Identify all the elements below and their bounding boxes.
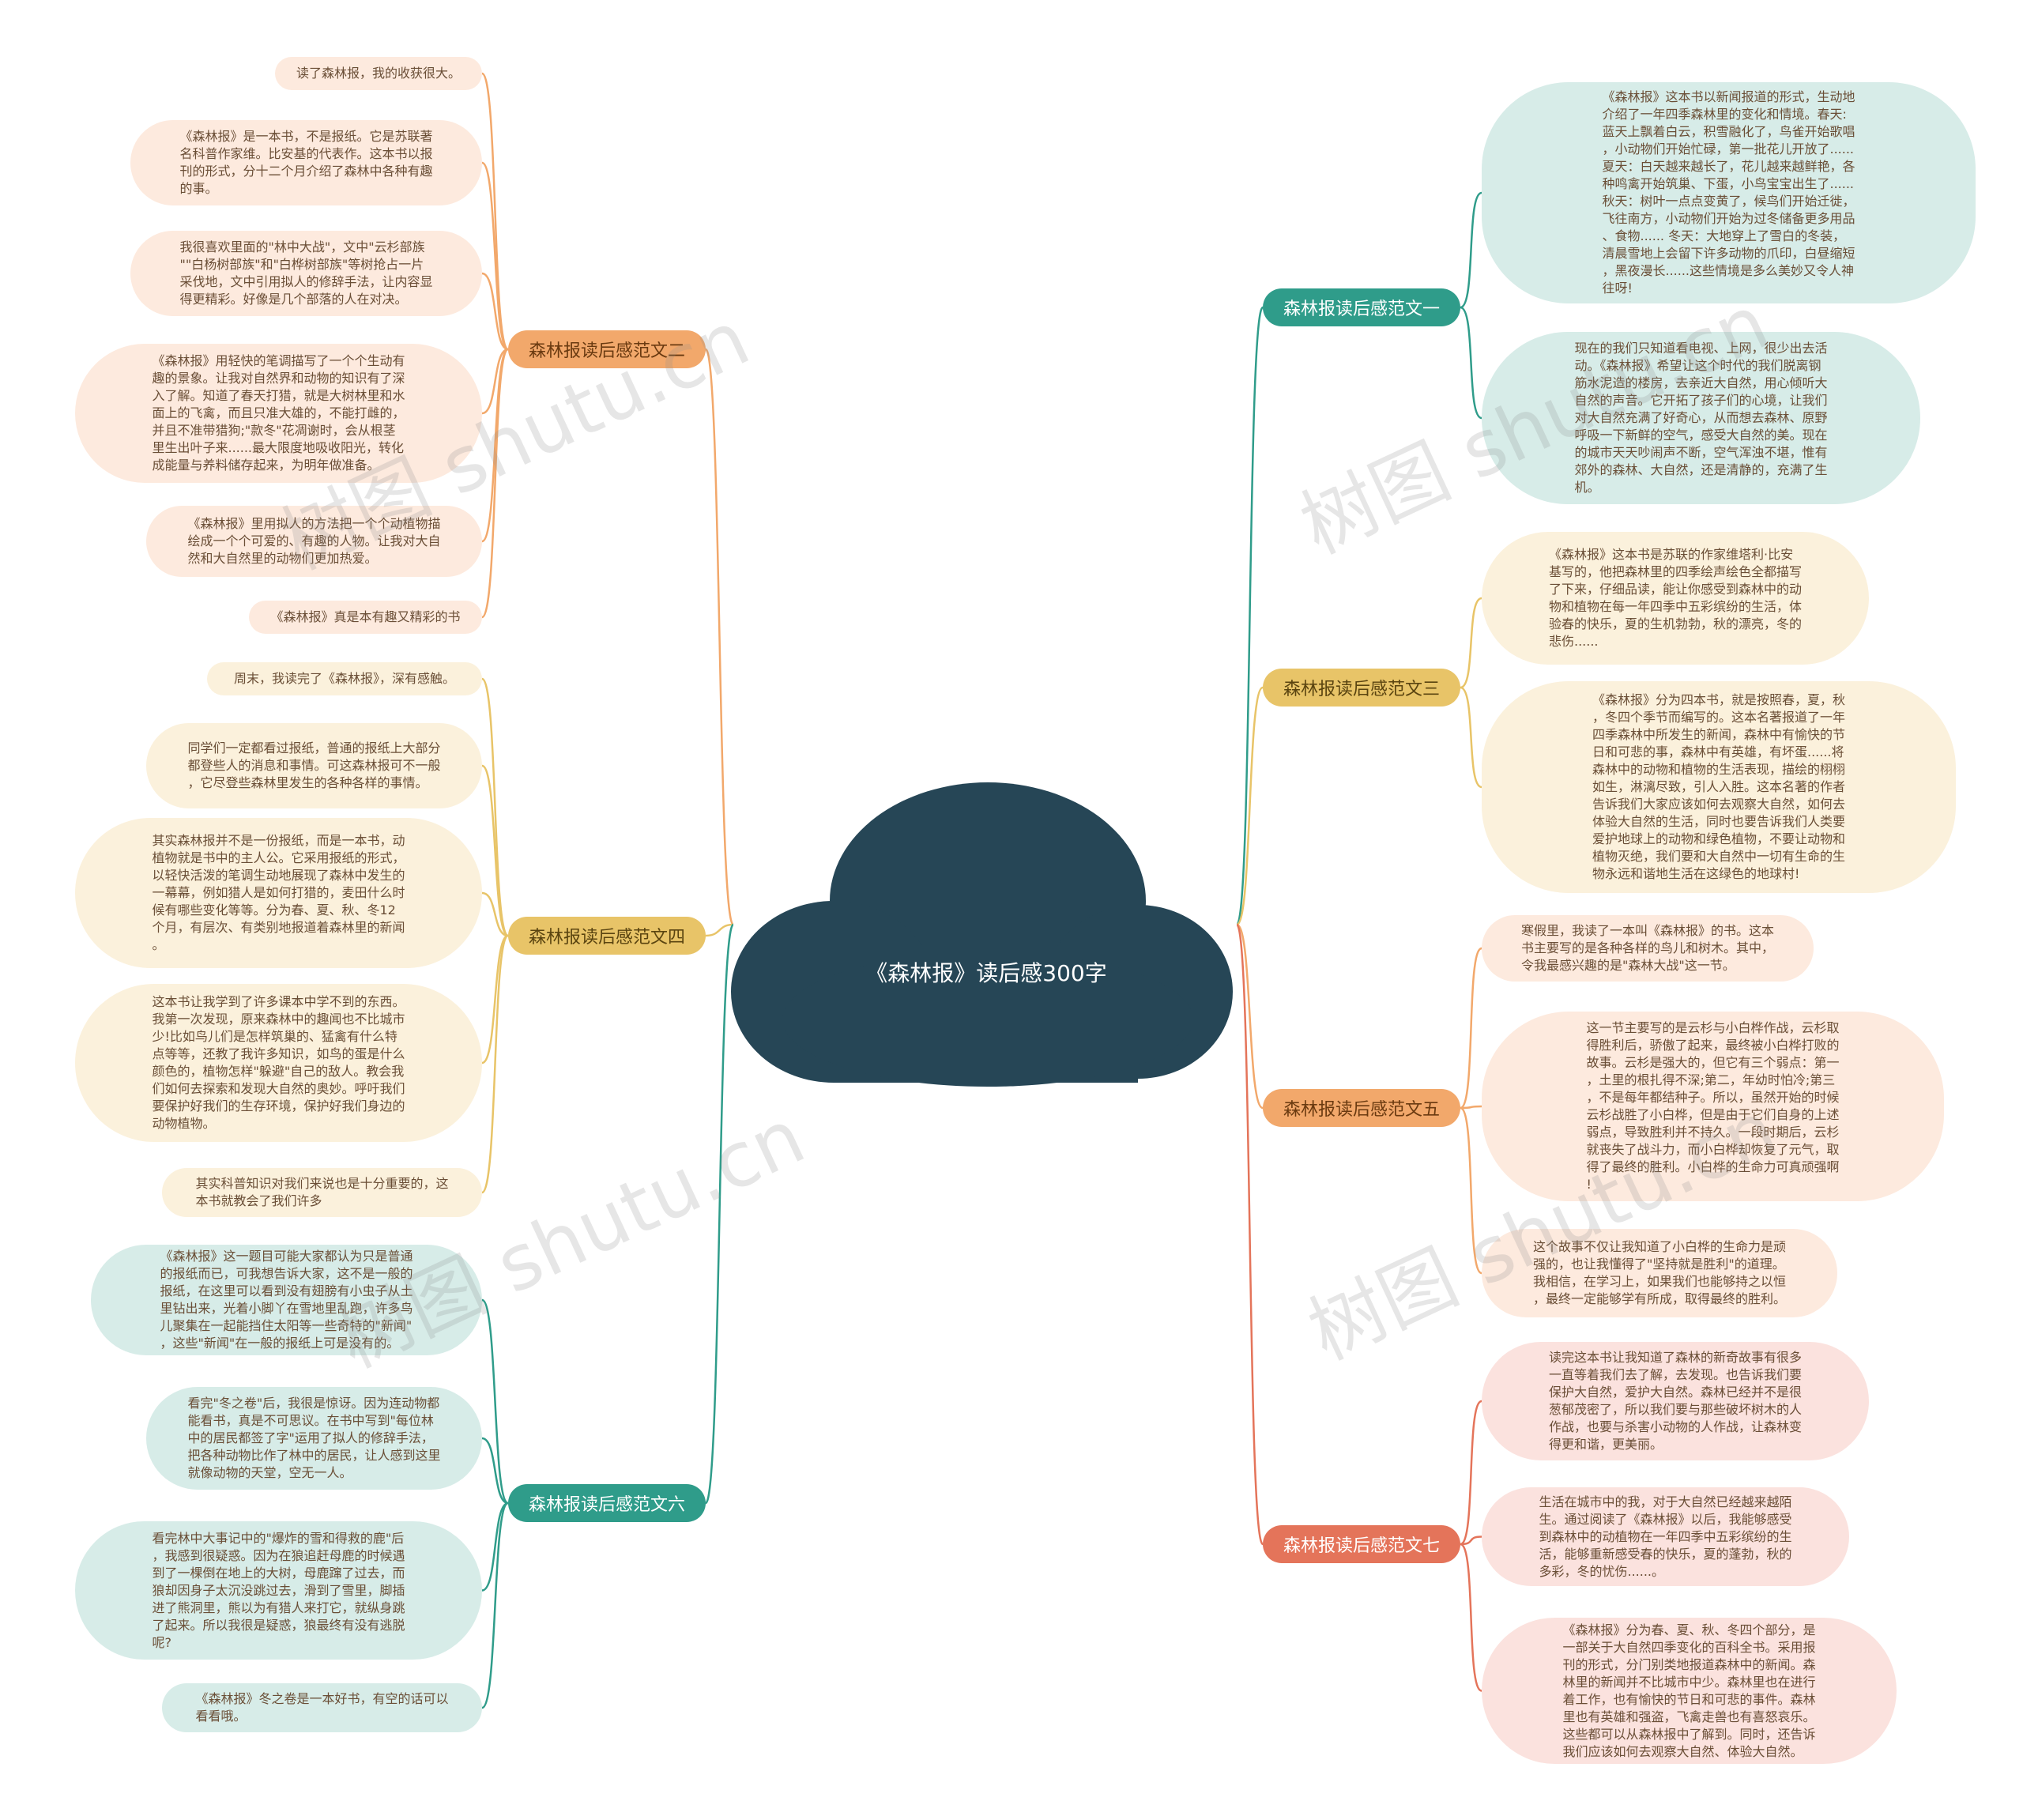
leaf-note[interactable]: 看完林中大事记中的"爆炸的雪和得救的鹿"后 ，我感到很疑惑。因为在狼追赶母鹿的时… <box>75 1521 482 1660</box>
leaf-note[interactable]: 生活在城市中的我，对于大自然已经越来越陌 生。通过阅读了《森林报》以后，我能够感… <box>1482 1487 1849 1586</box>
leaf-text: 看完"冬之卷"后，我很是惊讶。因为连动物都 能看书，真是不可思议。在书中写到"每… <box>187 1396 441 1480</box>
leaf-note[interactable]: 《森林报》分为四本书，就是按照春，夏，秋 ，冬四个季节而编写的。这本名著报道了一… <box>1482 681 1956 893</box>
leaf-text: 《森林报》冬之卷是一本好书，有空的话可以 看看哦。 <box>195 1691 449 1724</box>
leaf-text: 《森林报》是一本书，不是报纸。它是苏联著 名科普作家维。比安基的代表作。这本书以… <box>179 129 433 196</box>
cloud-lobe <box>782 952 1193 1087</box>
connector-line <box>704 348 735 926</box>
connector-line <box>1460 1105 1482 1110</box>
leaf-text: 《森林报》用轻快的笔调描写了一个个生动有 趣的景象。让我对自然界和动物的知识有了… <box>152 353 405 473</box>
leaf-note[interactable]: 看完"冬之卷"后，我很是惊讶。因为连动物都 能看书，真是不可思议。在书中写到"每… <box>146 1387 482 1490</box>
leaf-note[interactable]: 《森林报》真是本有趣又精彩的书 <box>249 601 482 634</box>
leaf-text: 《森林报》这本书以新闻报道的形式，生动地 介绍了一年四季森林里的变化和情境。春天… <box>1602 89 1855 296</box>
central-topic[interactable]: 《森林报》读后感300字 <box>865 960 1107 986</box>
leaf-text: 读了森林报，我的收获很大。 <box>296 66 461 81</box>
connector-line <box>705 923 734 937</box>
connector-line <box>481 1502 509 1592</box>
leaf-text: 其实森林报并不是一份报纸，而是一本书，动 植物就是书中的主人公。它采用报纸的形式… <box>152 833 405 952</box>
leaf-note[interactable]: 《森林报》分为春、夏、秋、冬四个部分，是 一部关于大自然四季变化的百科全书。采用… <box>1482 1618 1897 1764</box>
connector-line <box>1460 1536 1482 1546</box>
branch-7[interactable]: 森林报读后感范文七 <box>1263 1525 1460 1563</box>
connector-line <box>1460 1106 1482 1275</box>
leaf-text: 《森林报》真是本有趣又精彩的书 <box>270 609 461 624</box>
leaf-note[interactable]: 寒假里，我读了一本叫《森林报》的书。这本 书主要写的是各种各样的鸟儿和树木。其中… <box>1482 915 1814 982</box>
leaf-text: 同学们一定都看过报纸，普通的报纸上大部分 都登些人的消息和事情。可这森林报可不一… <box>187 740 441 790</box>
leaf-text: 《森林报》这一题目可能大家都认为只是普通 的报纸而已，可我想告诉大家，这不是一般… <box>160 1249 413 1351</box>
leaf-note[interactable]: 《森林报》这本书以新闻报道的形式，生动地 介绍了一年四季森林里的变化和情境。春天… <box>1482 82 1976 303</box>
leaf-text: 这本书让我学到了许多课本中学不到的东西。 我第一次发现，原来森林中的趣闻也不比城… <box>152 994 405 1131</box>
leaf-text: 生活在城市中的我，对于大自然已经越来越陌 生。通过阅读了《森林报》以后，我能够感… <box>1539 1494 1792 1579</box>
connector-line <box>1460 306 1482 420</box>
branch-2[interactable]: 森林报读后感范文二 <box>508 330 706 368</box>
cloud-shape <box>731 782 1233 1087</box>
leaf-text: 周末，我读完了《森林报》，深有感触。 <box>233 671 455 686</box>
connector-line <box>1460 597 1482 689</box>
leaf-note[interactable]: 读完这本书让我知道了森林的新奇故事有很多 一直等着我们去了解，去发现。也告诉我们… <box>1482 1342 1869 1460</box>
leaf-note[interactable]: 这本书让我学到了许多课本中学不到的东西。 我第一次发现，原来森林中的趣闻也不比城… <box>75 984 482 1142</box>
leaf-text: 看完林中大事记中的"爆炸的雪和得救的鹿"后 ，我感到很疑惑。因为在狼追赶母鹿的时… <box>152 1530 405 1650</box>
leaf-note[interactable]: 《森林报》里用拟人的方法把一个个动植物描 绘成一个个可爱的、有趣的人物。让我对大… <box>146 506 482 577</box>
leaf-note[interactable]: 读了森林报，我的收获很大。 <box>275 57 482 90</box>
leaf-text: 这个故事不仅让我知道了小白桦的生命力是顽 强的，也让我懂得了"坚持就是胜利"的道… <box>1532 1239 1786 1306</box>
leaf-text: 读完这本书让我知道了森林的新奇故事有很多 一直等着我们去了解，去发现。也告诉我们… <box>1548 1350 1802 1452</box>
leaf-note[interactable]: 这一节主要写的是云杉与小白桦作战，云杉取 得胜利后，骄傲了起来，最终被小白桦打败… <box>1482 1012 1944 1201</box>
leaf-note[interactable]: 《森林报》这一题目可能大家都认为只是普通 的报纸而已，可我想告诉大家，这不是一般… <box>91 1245 482 1355</box>
connector-line <box>1236 923 1264 1110</box>
connector-line <box>1460 686 1482 789</box>
connector-line <box>481 272 509 351</box>
leaf-note[interactable]: 这个故事不仅让我知道了小白桦的生命力是顽 强的，也让我懂得了"坚持就是胜利"的道… <box>1482 1229 1837 1317</box>
leaf-text: 《森林报》分为四本书，就是按照春，夏，秋 ，冬四个季节而编写的。这本名著报道了一… <box>1592 692 1845 881</box>
connector-line <box>480 72 510 351</box>
leaf-note[interactable]: 现在的我们只知道看电视、上网，很少出去活 动。《森林报》希望让这个时代的我们脱离… <box>1482 332 1920 504</box>
connector-line <box>480 348 510 619</box>
leaf-note[interactable]: 周末，我读完了《森林报》，深有感触。 <box>207 662 482 695</box>
leaf-text: 《森林报》里用拟人的方法把一个个动植物描 绘成一个个可爱的、有趣的人物。让我对大… <box>187 516 441 566</box>
branch-4[interactable]: 森林报读后感范文四 <box>508 917 706 955</box>
connector-line <box>481 1298 509 1505</box>
leaf-note[interactable]: 《森林报》用轻快的笔调描写了一个个生动有 趣的景象。让我对自然界和动物的知识有了… <box>75 344 482 483</box>
leaf-text: 《森林报》分为春、夏、秋、冬四个部分，是 一部关于大自然四季变化的百科全书。采用… <box>1562 1622 1816 1759</box>
connector-line <box>1235 686 1264 926</box>
leaf-note[interactable]: 《森林报》冬之卷是一本好书，有空的话可以 看看哦。 <box>162 1683 482 1732</box>
leaf-text: 这一节主要写的是云杉与小白桦作战，云杉取 得胜利后，骄傲了起来，最终被小白桦打败… <box>1586 1020 1840 1192</box>
connector-line <box>1235 923 1264 1546</box>
leaf-text: 其实科普知识对我们来说也是十分重要的，这 本书就教会了我们许多 <box>195 1176 449 1208</box>
connector-line <box>481 764 509 937</box>
connector-line <box>481 348 509 415</box>
leaf-text: 《森林报》这本书是苏联的作家维塔利·比安 基写的，他把森林里的四季绘声绘色全都描… <box>1548 547 1802 649</box>
branch-3[interactable]: 森林报读后感范文三 <box>1263 669 1460 707</box>
leaf-note[interactable]: 同学们一定都看过报纸，普通的报纸上大部分 都登些人的消息和事情。可这森林报可不一… <box>146 723 482 808</box>
leaf-note[interactable]: 《森林报》这本书是苏联的作家维塔利·比安 基写的，他把森林里的四季绘声绘色全都描… <box>1482 532 1869 665</box>
leaf-note[interactable]: 其实森林报并不是一份报纸，而是一本书，动 植物就是书中的主人公。它采用报纸的形式… <box>75 818 482 968</box>
leaf-note[interactable]: 其实科普知识对我们来说也是十分重要的，这 本书就教会了我们许多 <box>162 1168 482 1217</box>
connector-line <box>1460 191 1482 309</box>
connector-line <box>480 677 510 937</box>
connector-line <box>481 161 509 351</box>
connector-line <box>704 923 735 1505</box>
branch-1[interactable]: 森林报读后感范文一 <box>1263 288 1460 326</box>
connector-line <box>481 934 509 1064</box>
leaf-note[interactable]: 我很喜欢里面的"林中大战"，文中"云杉部族 ""白杨树部族"和"白桦树部族"等树… <box>130 231 482 316</box>
connector-line <box>480 934 510 1194</box>
leaf-text: 寒假里，我读了一本叫《森林报》的书。这本 书主要写的是各种各样的鸟儿和树木。其中… <box>1520 923 1774 973</box>
branch-6[interactable]: 森林报读后感范文六 <box>508 1484 706 1522</box>
leaf-note[interactable]: 《森林报》是一本书，不是报纸。它是苏联著 名科普作家维。比安基的代表作。这本书以… <box>130 120 482 205</box>
connector-line <box>1460 1400 1482 1546</box>
branch-5[interactable]: 森林报读后感范文五 <box>1263 1089 1460 1127</box>
connector-line <box>481 1502 509 1709</box>
connector-line <box>481 891 509 937</box>
connector-line <box>481 1437 509 1505</box>
leaf-text: 我很喜欢里面的"林中大战"，文中"云杉部族 ""白杨树部族"和"白桦树部族"等树… <box>179 239 433 307</box>
leaf-text: 现在的我们只知道看电视、上网，很少出去活 动。《森林报》希望让这个时代的我们脱离… <box>1574 341 1828 495</box>
connector-line <box>1235 306 1264 926</box>
connector-line <box>1460 1543 1482 1692</box>
connector-line <box>1460 947 1482 1110</box>
